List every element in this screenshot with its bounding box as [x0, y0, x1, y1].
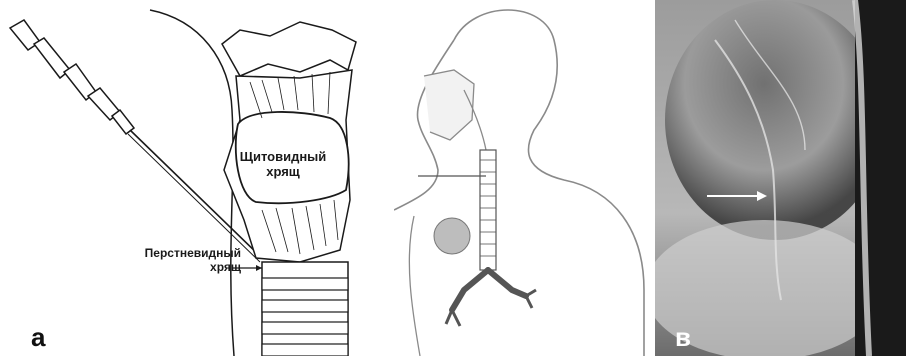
larynx-drawing: [0, 0, 392, 356]
bronchus-left: [452, 270, 488, 310]
panel-letter-a: а: [31, 324, 45, 350]
panel-letter-c: в: [675, 324, 691, 350]
panel-a-larynx-illustration: Щитовидный хрящ Перстневидный хрящ а: [0, 0, 392, 356]
panel-c-xray-image: в: [655, 0, 906, 356]
airway-drawing: [394, 0, 652, 356]
trachea-tube: [480, 150, 496, 270]
neck-outline: [150, 10, 234, 356]
catheter-needle-icon: [10, 20, 262, 262]
xray-image: [655, 0, 906, 356]
nasal-oral-cavity: [424, 70, 474, 140]
panel-b-airway-schematic: б: [394, 0, 652, 356]
hyoid-cartilage: [222, 22, 356, 76]
label-cricoid-cartilage: Перстневидный хрящ: [131, 247, 241, 275]
trachea: [262, 262, 348, 356]
balloon-sphere: [434, 218, 470, 254]
bronchus-right: [488, 270, 526, 296]
label-thyroid-cartilage: Щитовидный хрящ: [238, 150, 328, 180]
